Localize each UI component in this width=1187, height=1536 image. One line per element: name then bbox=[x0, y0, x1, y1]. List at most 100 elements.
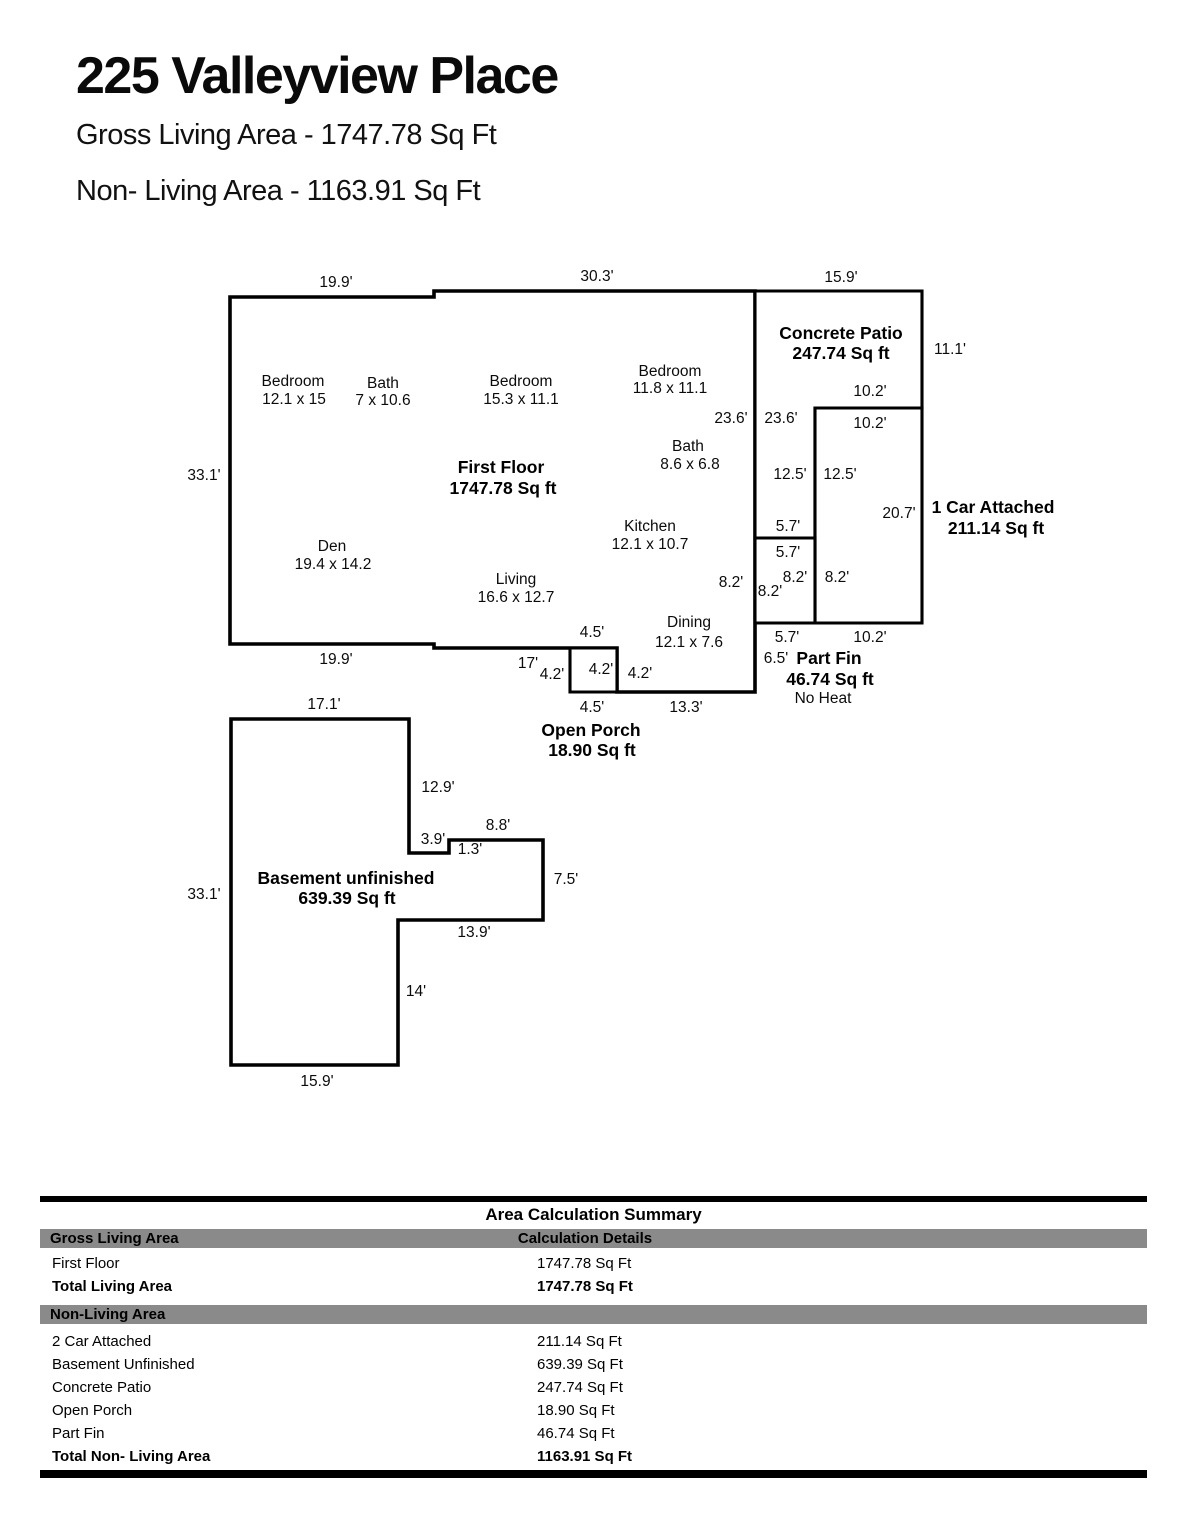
area-label: 1 Car Attached bbox=[932, 497, 1055, 517]
dimension-label: 4.2' bbox=[540, 666, 565, 683]
table-bottom-rule bbox=[40, 1470, 1147, 1478]
area-calculation-summary: Area Calculation Summary Gross Living Ar… bbox=[40, 1196, 1147, 1478]
dimension-label: 8.2' bbox=[783, 569, 808, 586]
dimension-label: 12.1 x 10.7 bbox=[612, 536, 689, 553]
row-label: 2 Car Attached bbox=[52, 1333, 152, 1350]
dimension-label: 16.6 x 12.7 bbox=[478, 589, 555, 606]
table-row: Open Porch 18.90 Sq Ft bbox=[40, 1399, 1147, 1422]
non-living-area-subtitle: Non- Living Area - 1163.91 Sq Ft bbox=[76, 175, 481, 207]
dimension-label: 8.2' bbox=[719, 574, 744, 591]
row-label: Basement Unfinished bbox=[52, 1356, 195, 1373]
row-value: 211.14 Sq Ft bbox=[537, 1333, 622, 1350]
dimension-label: 12.5' bbox=[823, 466, 856, 483]
dimension-label: 15.3 x 11.1 bbox=[483, 391, 559, 408]
dimension-label: 4.2' bbox=[589, 661, 614, 678]
dimension-label: 8.2' bbox=[758, 583, 783, 600]
title-block: 225 Valleyview Place Gross Living Area -… bbox=[76, 48, 976, 208]
row-value: 639.39 Sq Ft bbox=[537, 1356, 623, 1373]
dimension-label: Dining bbox=[667, 614, 711, 631]
dimension-label: Den bbox=[318, 538, 346, 555]
dimension-label: 11.8 x 11.1 bbox=[633, 380, 707, 397]
dimension-label: Bedroom bbox=[639, 363, 702, 380]
area-label: 1747.78 Sq ft bbox=[450, 478, 557, 498]
dimension-label: 1.3' bbox=[458, 841, 483, 858]
row-label: First Floor bbox=[52, 1255, 120, 1272]
dimension-label: Bath bbox=[672, 438, 704, 455]
basement-outline bbox=[229, 717, 545, 1067]
table-row: Basement Unfinished 639.39 Sq Ft bbox=[40, 1353, 1147, 1376]
dimension-label: Living bbox=[496, 571, 537, 588]
dimension-label: 5.7' bbox=[775, 629, 800, 646]
dimension-label: 12.5' bbox=[773, 466, 806, 483]
dimension-label: 4.2' bbox=[628, 665, 653, 682]
dimension-label: 7 x 10.6 bbox=[355, 392, 410, 409]
table-row: 2 Car Attached 211.14 Sq Ft bbox=[40, 1330, 1147, 1353]
dimension-label: 30.3' bbox=[580, 268, 613, 285]
area-label: First Floor bbox=[458, 457, 545, 477]
dimension-label: 8.8' bbox=[486, 817, 511, 834]
table-row: Concrete Patio 247.74 Sq Ft bbox=[40, 1376, 1147, 1399]
section-header-label: Non-Living Area bbox=[50, 1306, 166, 1323]
dimension-label: 5.7' bbox=[776, 518, 801, 535]
summary-table-title: Area Calculation Summary bbox=[485, 1205, 702, 1224]
row-label: Open Porch bbox=[52, 1402, 133, 1419]
row-value: 247.74 Sq Ft bbox=[537, 1379, 623, 1396]
row-label: Total Non- Living Area bbox=[52, 1448, 211, 1465]
row-label: Concrete Patio bbox=[52, 1379, 152, 1396]
dimension-label: 15.9' bbox=[824, 269, 857, 286]
dimension-label: 13.9' bbox=[457, 924, 490, 941]
dimension-label: 33.1' bbox=[187, 467, 220, 484]
row-value: 1163.91 Sq Ft bbox=[537, 1448, 633, 1465]
row-value: 46.74 Sq Ft bbox=[537, 1425, 615, 1442]
dimension-label: 13.3' bbox=[669, 699, 702, 716]
page-title: 225 Valleyview Place bbox=[76, 47, 559, 105]
area-label: Basement unfinished bbox=[258, 868, 435, 888]
dimension-label: 33.1' bbox=[187, 886, 220, 903]
table-row: First Floor 1747.78 Sq Ft bbox=[40, 1252, 1147, 1275]
dimension-label: 5.7' bbox=[776, 544, 801, 561]
dimension-label: 10.2' bbox=[853, 415, 886, 432]
row-label: Part Fin bbox=[52, 1425, 105, 1442]
area-label: 46.74 Sq ft bbox=[786, 669, 874, 689]
dimension-label: 14' bbox=[406, 983, 426, 1000]
row-value: 1747.78 Sq Ft bbox=[537, 1278, 633, 1295]
dimension-label: 23.6' bbox=[714, 410, 747, 427]
dimension-label: Kitchen bbox=[624, 518, 676, 535]
dimension-label: 20.7' bbox=[882, 505, 915, 522]
table-row: Part Fin 46.74 Sq Ft bbox=[40, 1422, 1147, 1445]
dimension-label: Bath bbox=[367, 375, 399, 392]
dimension-label: 6.5' bbox=[764, 650, 789, 667]
dimension-label: 19.9' bbox=[319, 651, 352, 668]
dimension-label: 11.1' bbox=[934, 341, 966, 358]
dimension-label: 19.4 x 14.2 bbox=[295, 556, 372, 573]
area-label: 18.90 Sq ft bbox=[548, 740, 636, 760]
table-top-rule bbox=[40, 1196, 1147, 1202]
dimension-label: 19.9' bbox=[319, 274, 352, 291]
dimension-label: No Heat bbox=[795, 690, 853, 707]
dimension-label: 7.5' bbox=[554, 871, 579, 888]
row-value: 18.90 Sq Ft bbox=[537, 1402, 615, 1419]
dimension-label: 17.1' bbox=[307, 696, 340, 713]
row-value: 1747.78 Sq Ft bbox=[537, 1255, 632, 1272]
dimension-label: 23.6' bbox=[764, 410, 797, 427]
dimension-label: 3.9' bbox=[421, 831, 446, 848]
dimension-label: 12.1 x 7.6 bbox=[655, 634, 723, 651]
section-header-label: Gross Living Area bbox=[50, 1230, 179, 1247]
area-label: Concrete Patio bbox=[779, 323, 903, 343]
plan-outlines bbox=[228, 289, 924, 1067]
dimension-label: 4.5' bbox=[580, 624, 605, 641]
gross-living-area-subtitle: Gross Living Area - 1747.78 Sq Ft bbox=[76, 119, 497, 151]
open-porch-outline bbox=[568, 646, 619, 694]
dimension-label: 8.2' bbox=[825, 569, 850, 586]
part-fin-outline bbox=[753, 536, 817, 625]
dimension-label: 10.2' bbox=[853, 383, 886, 400]
dimension-label: Bedroom bbox=[262, 373, 325, 390]
dimension-label: 12.9' bbox=[421, 779, 454, 796]
